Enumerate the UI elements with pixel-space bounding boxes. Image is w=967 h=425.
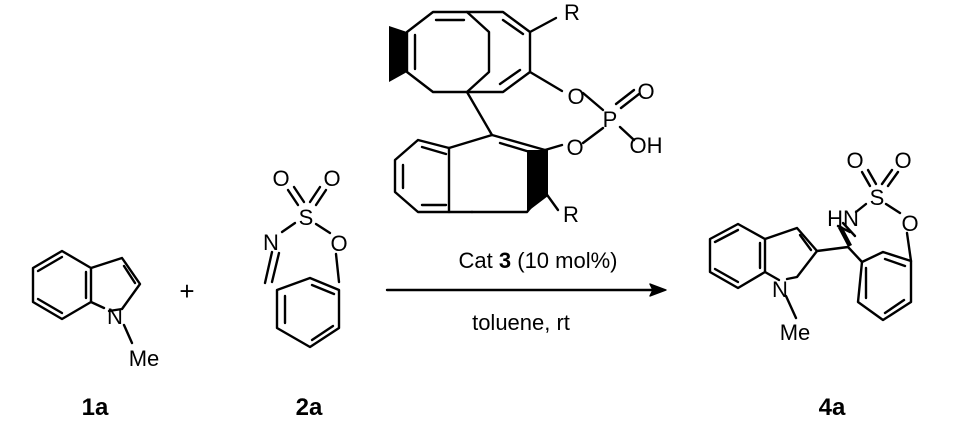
- solvent-conditions: toluene, rt: [472, 310, 570, 335]
- reactant-2a-structure: N S O O O: [263, 166, 348, 349]
- atom-r-bottom: R: [563, 202, 579, 227]
- atom-me: Me: [129, 346, 160, 371]
- compound-label-2a: 2a: [296, 394, 323, 421]
- atom-p: P: [603, 107, 618, 132]
- atom-o-ring: O: [901, 211, 918, 236]
- atom-s: S: [299, 205, 314, 230]
- atom-hn: HN: [827, 206, 859, 231]
- atom-n-indole: N: [772, 277, 788, 302]
- catalyst-number: 3: [499, 248, 511, 273]
- atom-o-upper: O: [567, 84, 584, 109]
- atom-s: S: [870, 185, 885, 210]
- compound-label-1a: 1a: [82, 394, 109, 421]
- catalyst-conditions: Cat 3 (10 mol%): [459, 248, 618, 273]
- plus-sign: +: [179, 276, 194, 306]
- atom-oh: OH: [630, 133, 663, 158]
- atom-me: Me: [780, 320, 811, 345]
- atom-o-lower: O: [566, 135, 583, 160]
- catalyst-prefix: Cat: [459, 248, 499, 273]
- compound-label-4a: 4a: [819, 394, 846, 421]
- atom-n: N: [107, 304, 123, 329]
- atom-o-ring: O: [330, 231, 347, 256]
- catalyst-structure: R O P O OH O R: [389, 0, 663, 227]
- product-4a-structure: HN S O O O N Me: [708, 148, 919, 345]
- atom-o-sulfonyl-left: O: [272, 166, 289, 191]
- atom-r-top: R: [564, 0, 580, 25]
- reaction-arrow: [385, 283, 667, 297]
- atom-o-sulfonyl-right: O: [323, 166, 340, 191]
- reactant-1a-structure: N Me: [31, 249, 160, 371]
- atom-o-sulfonyl-left: O: [846, 148, 863, 173]
- catalyst-loading: (10 mol%): [511, 248, 617, 273]
- atom-o-sulfonyl-right: O: [894, 148, 911, 173]
- atom-n: N: [263, 230, 279, 255]
- atom-o-double: O: [637, 79, 654, 104]
